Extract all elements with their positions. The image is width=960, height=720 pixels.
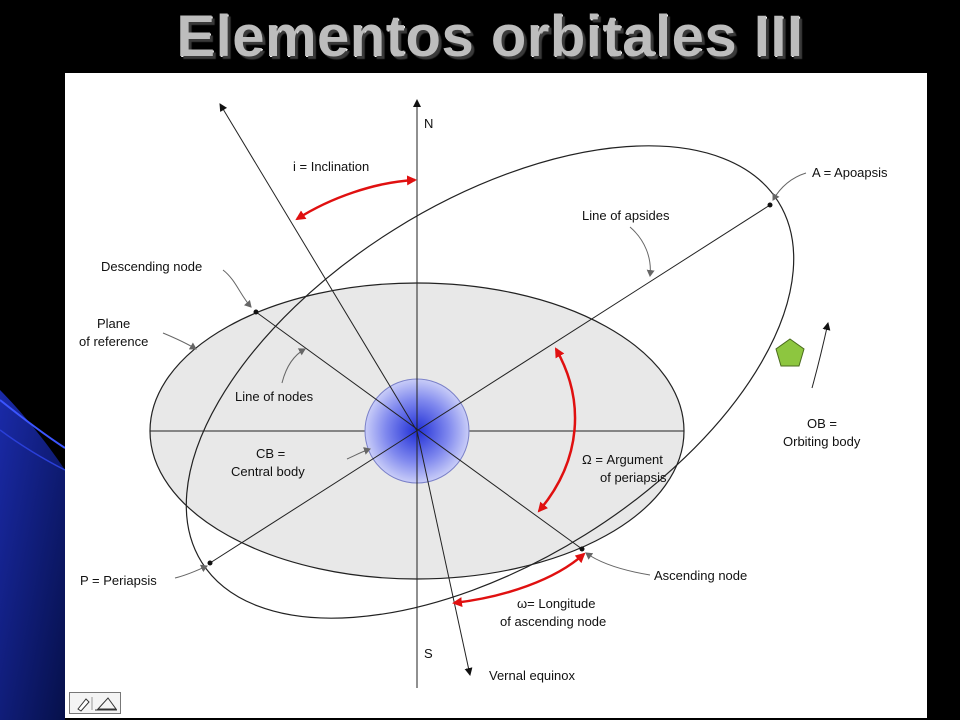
label-inclination: i = Inclination — [293, 159, 369, 174]
label-ascending-node: Ascending node — [654, 568, 747, 583]
inclination-arrow — [295, 175, 417, 221]
longitude-ascending-node-arrow — [452, 552, 586, 608]
descending-node-point — [253, 309, 259, 315]
slideshow-toolbar[interactable] — [69, 692, 121, 714]
label-argument-line1: Ω = Argument — [582, 452, 663, 467]
callout-plane — [162, 332, 197, 350]
blue-swoosh — [0, 390, 65, 720]
ascending-node-point — [579, 546, 585, 552]
label-descending-node: Descending node — [101, 259, 202, 274]
label-plane-line1: Plane — [97, 316, 130, 331]
callout-apoapsis — [772, 172, 807, 201]
apoapsis-point — [767, 202, 773, 208]
line-of-apsides — [209, 204, 771, 564]
callout-line-of-nodes — [281, 348, 306, 384]
label-periapsis: P = Periapsis — [80, 573, 157, 588]
callout-apsides — [629, 226, 655, 277]
label-south: S — [424, 646, 433, 661]
label-argument-line2: of periapsis — [600, 470, 667, 485]
callout-ascending-node — [585, 552, 651, 576]
label-orbiting-body-line1: OB = — [807, 416, 837, 431]
orbit-direction-arrow — [811, 322, 831, 389]
line-of-nodes — [255, 311, 583, 550]
pen-and-triangle-icon — [77, 697, 117, 712]
label-north: N — [424, 116, 433, 131]
label-vernal-equinox: Vernal equinox — [489, 668, 576, 683]
callout-periapsis — [174, 564, 208, 579]
callout-central-body — [346, 447, 371, 460]
orbit — [185, 145, 795, 619]
label-line-of-apsides: Line of apsides — [582, 208, 670, 223]
label-central-body-line2: Central body — [231, 464, 305, 479]
label-longitude-line1: ω= Longitude — [517, 596, 595, 611]
vernal-equinox-line — [416, 430, 473, 676]
callout-descending-node — [222, 269, 252, 308]
argument-of-periapsis-arrow — [537, 347, 577, 513]
periapsis-point — [207, 560, 213, 566]
orbital-elements-diagram: N S i = Inclination A = Apoapsis Line of… — [65, 73, 927, 718]
slide-title: Elementos orbitales III — [176, 4, 804, 69]
label-line-of-nodes: Line of nodes — [235, 389, 314, 404]
label-plane-line2: of reference — [79, 334, 148, 349]
label-longitude-line2: of ascending node — [500, 614, 606, 629]
label-apoapsis: A = Apoapsis — [812, 165, 888, 180]
label-orbiting-body-line2: Orbiting body — [783, 434, 861, 449]
pentagon-icon — [775, 338, 805, 367]
orbit-normal-axis — [219, 103, 418, 432]
label-central-body-line1: CB = — [256, 446, 285, 461]
